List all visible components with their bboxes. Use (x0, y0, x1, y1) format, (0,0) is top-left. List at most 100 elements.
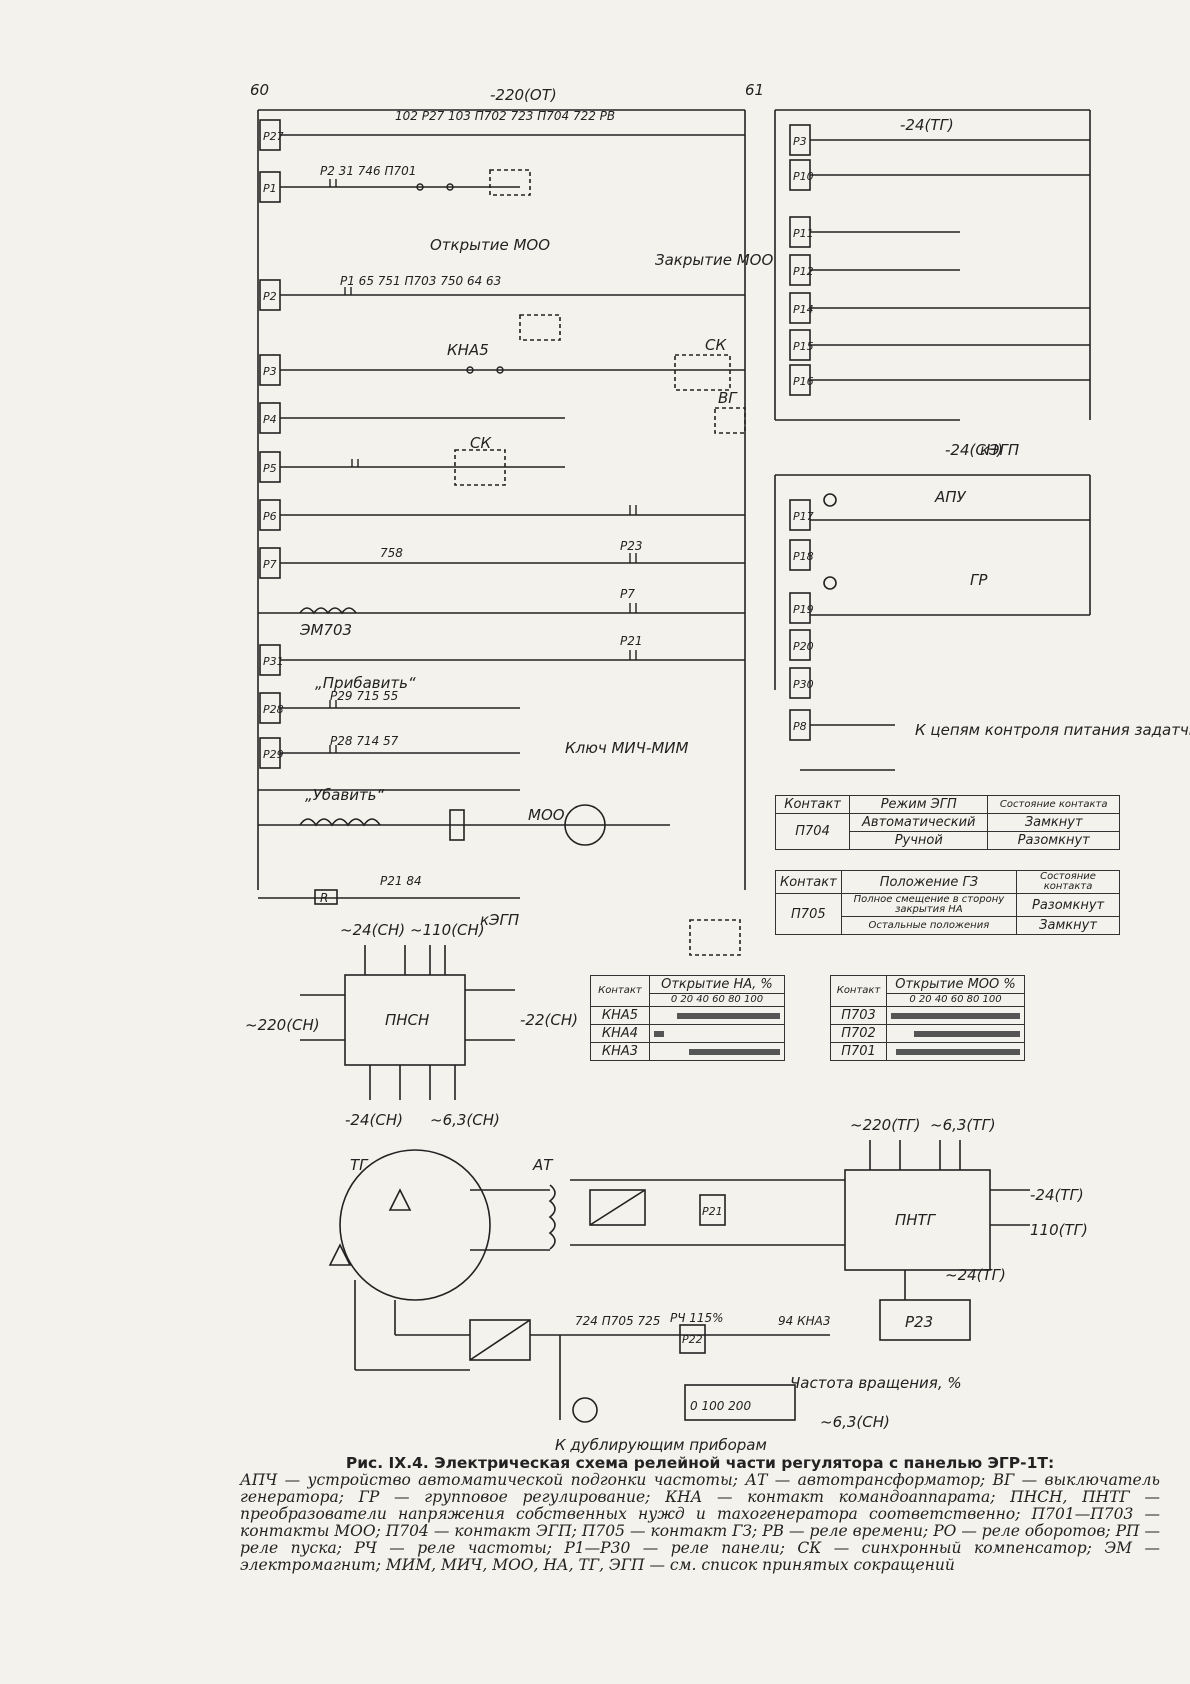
tachogenerator-icon (339, 1149, 491, 1301)
svg-text:~24(СН): ~24(СН) (340, 921, 405, 939)
em703-coil-icon (299, 607, 357, 615)
right-relay-boxes: Р3 Р10 Р11 Р12 Р14 Р15 Р16 (789, 124, 814, 396)
svg-text:кЭГП: кЭГП (980, 441, 1019, 459)
pntg-box (844, 1169, 991, 1271)
svg-text:~24(ТГ): ~24(ТГ) (945, 1266, 1006, 1284)
svg-text:R: R (320, 891, 328, 905)
svg-text:94 КНА3: 94 КНА3 (778, 1314, 830, 1328)
svg-text:~220(СН): ~220(СН) (245, 1016, 320, 1034)
svg-text:Р8: Р8 (793, 720, 807, 733)
svg-text:~6,3(СН): ~6,3(СН) (820, 1413, 890, 1431)
svg-text:P2 31 746 П701: P2 31 746 П701 (320, 164, 416, 178)
svg-text:Р11: Р11 (793, 227, 814, 240)
svg-text:ГР: ГР (970, 571, 988, 589)
svg-text:Р16: Р16 (793, 375, 814, 388)
svg-text:P21: P21 (702, 1205, 723, 1218)
svg-text:~110(СН): ~110(СН) (410, 921, 485, 939)
svg-text:Р4: Р4 (263, 413, 277, 426)
svg-text:СК: СК (470, 434, 492, 452)
figure-caption: Рис. IX.4. Электрическая схема релейной … (240, 1455, 1160, 1574)
svg-text:Р3: Р3 (263, 365, 277, 378)
svg-text:P22: P22 (682, 1333, 703, 1346)
svg-text:-24(СН): -24(СН) (945, 441, 1003, 459)
svg-text:АПУ: АПУ (934, 488, 967, 506)
svg-text:Р29: Р29 (263, 748, 284, 761)
svg-text:Р7: Р7 (263, 558, 277, 571)
svg-text:кЭГП: кЭГП (480, 911, 519, 929)
svg-text:Р2: Р2 (263, 290, 277, 303)
svg-text:P21: P21 (620, 634, 643, 648)
svg-text:110(ТГ): 110(ТГ) (1030, 1221, 1088, 1239)
klyuch-label: Ключ МИЧ-МИМ (565, 739, 689, 757)
svg-text:~6,3(ТГ): ~6,3(ТГ) (930, 1116, 996, 1134)
caption-title: Рис. IX.4. Электрическая схема релейной … (345, 1454, 1055, 1472)
svg-text:Частота вращения, %: Частота вращения, % (790, 1374, 962, 1392)
lamp-icon (823, 576, 837, 590)
autotransformer-icon (548, 1184, 556, 1250)
left-relay-boxes: Р27 Р1 Р2 Р3 Р4 Р5 Р6 Р7 Р31 Р28 Р29 (259, 119, 284, 769)
lamp-icon (823, 493, 837, 507)
svg-text:758: 758 (380, 546, 403, 560)
svg-text:Р30: Р30 (793, 678, 814, 691)
svg-text:Р28: Р28 (263, 703, 284, 716)
svg-text:Р19: Р19 (793, 603, 814, 616)
svg-text:Р18: Р18 (793, 550, 814, 563)
svg-text:Р15: Р15 (793, 340, 814, 353)
ubavit-label: „Убавить“ (305, 786, 385, 804)
svg-text:ПНТГ: ПНТГ (895, 1211, 937, 1229)
svg-text:60: 60 (250, 81, 269, 99)
otkrytie-label: Открытие МОО (430, 236, 550, 254)
svg-text:-22(СН): -22(СН) (520, 1011, 578, 1029)
svg-text:Р17: Р17 (793, 510, 814, 523)
svg-text:-24(СН): -24(СН) (345, 1111, 403, 1129)
svg-text:Р6: Р6 (263, 510, 277, 523)
svg-text:Р20: Р20 (793, 640, 814, 653)
bus-top-label: -220(ОТ) (490, 86, 557, 104)
svg-text:P21 84: P21 84 (380, 874, 422, 888)
pnsn-label: ПНСН (385, 1011, 429, 1029)
svg-text:Р14: Р14 (793, 303, 814, 316)
svg-text:102 P27 103 П702 723 П704: 102 P27 103 П702 723 П704 722 РВ (395, 109, 615, 123)
svg-text:К дублирующим приборам: К дублирующим приборам (555, 1436, 767, 1454)
caption-body: АПЧ — устройство автоматической подгонки… (240, 1471, 1160, 1574)
zakrytie-label: Закрытие МОО (655, 251, 773, 269)
svg-text:АТ: АТ (532, 1156, 554, 1174)
svg-text:СК: СК (705, 336, 727, 354)
svg-text:~220(ТГ): ~220(ТГ) (850, 1116, 920, 1134)
svg-text:P28 714 57: P28 714 57 (330, 734, 399, 748)
k-cepyam-label: К цепям контроля питания задатчика мощно… (915, 721, 1190, 739)
svg-text:0 100 200: 0 100 200 (690, 1399, 751, 1413)
svg-text:61: 61 (745, 81, 764, 99)
svg-text:ЭМ703: ЭМ703 (299, 621, 352, 639)
svg-text:МОО: МОО (528, 806, 565, 824)
svg-text:Р1: Р1 (263, 182, 277, 195)
svg-text:-24(ТГ): -24(ТГ) (900, 116, 954, 134)
svg-text:P7: P7 (620, 587, 635, 601)
svg-text:Р31: Р31 (263, 655, 284, 668)
pribavit-label: „Прибавить“ (315, 674, 416, 692)
svg-text:724 П705 725: 724 П705 725 (575, 1314, 660, 1328)
svg-text:P1 65 751 П703 750: P1 65 751 П703 750 64 63 (340, 274, 501, 288)
svg-text:РЧ 115%: РЧ 115% (670, 1311, 724, 1325)
motor-moo-icon (564, 804, 606, 846)
svg-text:ВГ: ВГ (718, 389, 738, 407)
meter-icon (572, 1397, 598, 1423)
svg-text:КНА5: КНА5 (447, 341, 489, 359)
svg-text:Р5: Р5 (263, 462, 277, 475)
svg-text:-24(ТГ): -24(ТГ) (1030, 1186, 1084, 1204)
relay-box: Р27 (263, 130, 284, 143)
svg-text:ТГ: ТГ (350, 1156, 369, 1174)
svg-text:Р12: Р12 (793, 265, 814, 278)
p23-box (879, 1299, 971, 1341)
svg-text:Р10: Р10 (793, 170, 814, 183)
svg-text:~6,3(СН): ~6,3(СН) (430, 1111, 500, 1129)
svg-text:Р3: Р3 (793, 135, 807, 148)
svg-text:P29 715 55: P29 715 55 (330, 689, 398, 703)
svg-text:Р23: Р23 (905, 1313, 933, 1331)
right-relay-boxes-2: Р17 Р18 Р19 Р20 Р30 Р8 (789, 499, 814, 741)
